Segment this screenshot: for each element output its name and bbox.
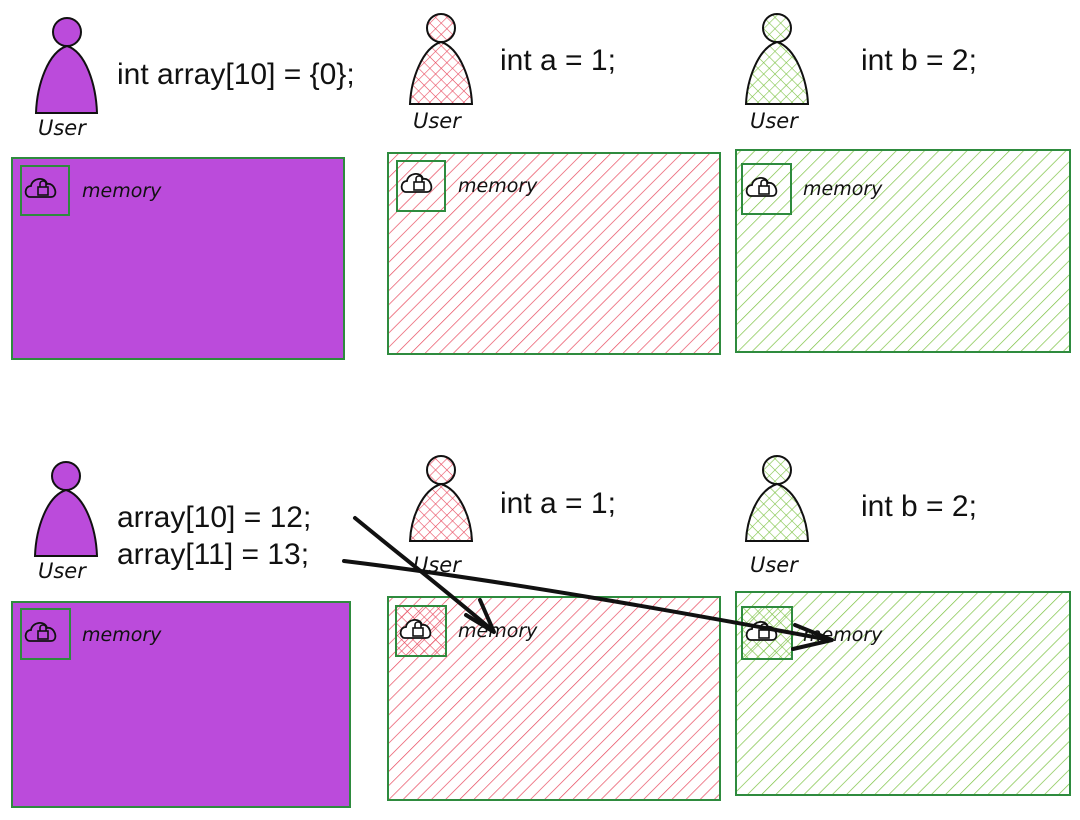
memory-block [11, 601, 351, 808]
user-label: User [38, 116, 86, 140]
memory-block [11, 157, 345, 360]
code-array-10-write: array[10] = 12; [117, 501, 312, 534]
user-icon [33, 461, 99, 557]
code-array-11-write: array[11] = 13; [117, 538, 310, 571]
code-int-a: int a = 1; [500, 44, 616, 77]
user-label: User [413, 109, 461, 133]
memory-label: memory [803, 178, 883, 200]
user-label: User [38, 559, 86, 583]
lock-cloud-icon [20, 608, 71, 660]
memory-label: memory [803, 624, 883, 646]
user-icon [34, 17, 99, 114]
memory-label: memory [82, 180, 162, 202]
user-label: User [413, 553, 461, 577]
code-int-b: int b = 2; [861, 490, 977, 523]
memory-block [735, 149, 1071, 353]
user-icon [408, 455, 474, 542]
lock-cloud-icon [20, 165, 70, 216]
user-label: User [750, 109, 798, 133]
lock-cloud-icon [741, 163, 792, 215]
lock-cloud-icon [395, 605, 447, 657]
code-int-b: int b = 2; [861, 44, 977, 77]
user-icon [744, 13, 810, 105]
overflow-arrow [342, 559, 834, 651]
user-label: User [750, 553, 798, 577]
code-int-a: int a = 1; [500, 487, 616, 520]
memory-block [387, 152, 721, 355]
user-icon [744, 455, 810, 542]
code-array-declaration: int array[10] = {0}; [117, 58, 355, 91]
memory-label: memory [458, 175, 538, 197]
lock-cloud-icon [396, 160, 446, 212]
memory-label: memory [458, 620, 538, 642]
user-icon [408, 13, 474, 105]
memory-label: memory [82, 624, 162, 646]
